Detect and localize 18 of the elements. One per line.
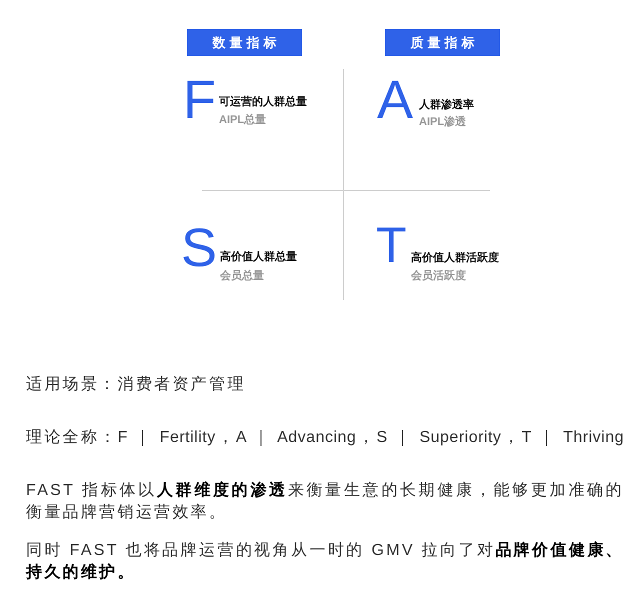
big-letter: F xyxy=(183,73,216,127)
metric-subtitle: AIPL总量 xyxy=(219,113,266,127)
metric-title: 可运营的人群总量 xyxy=(219,95,307,109)
metric-subtitle: AIPL渗透 xyxy=(419,115,466,129)
big-letter: T xyxy=(376,220,407,270)
category-badge: 数量指标 xyxy=(187,29,302,56)
text-line: 适用场景：消费者资产管理 xyxy=(26,374,246,395)
category-badge: 质量指标 xyxy=(385,29,500,56)
text-line: 理论全称：F ｜ Fertility，A ｜ Advancing，S ｜ Superiority，T ｜ Thriving xyxy=(26,428,624,448)
big-letter: S xyxy=(181,221,218,275)
metric-title: 高价值人群总量 xyxy=(220,250,297,264)
metric-subtitle: 会员活跃度 xyxy=(411,269,466,283)
metric-title: 人群渗透率 xyxy=(419,98,474,112)
metric-subtitle: 会员总量 xyxy=(220,269,264,283)
metric-title: 高价值人群活跃度 xyxy=(411,251,499,265)
big-letter: A xyxy=(377,73,414,127)
paragraph: FAST 指标体以人群维度的渗透来衡量生意的长期健康，能够更加准确的衡量品牌营销运营效率。 xyxy=(26,480,624,523)
paragraph: 同时 FAST 也将品牌运营的视角从一时的 GMV 拉向了对品牌价值健康、持久的维护。 xyxy=(26,540,624,583)
